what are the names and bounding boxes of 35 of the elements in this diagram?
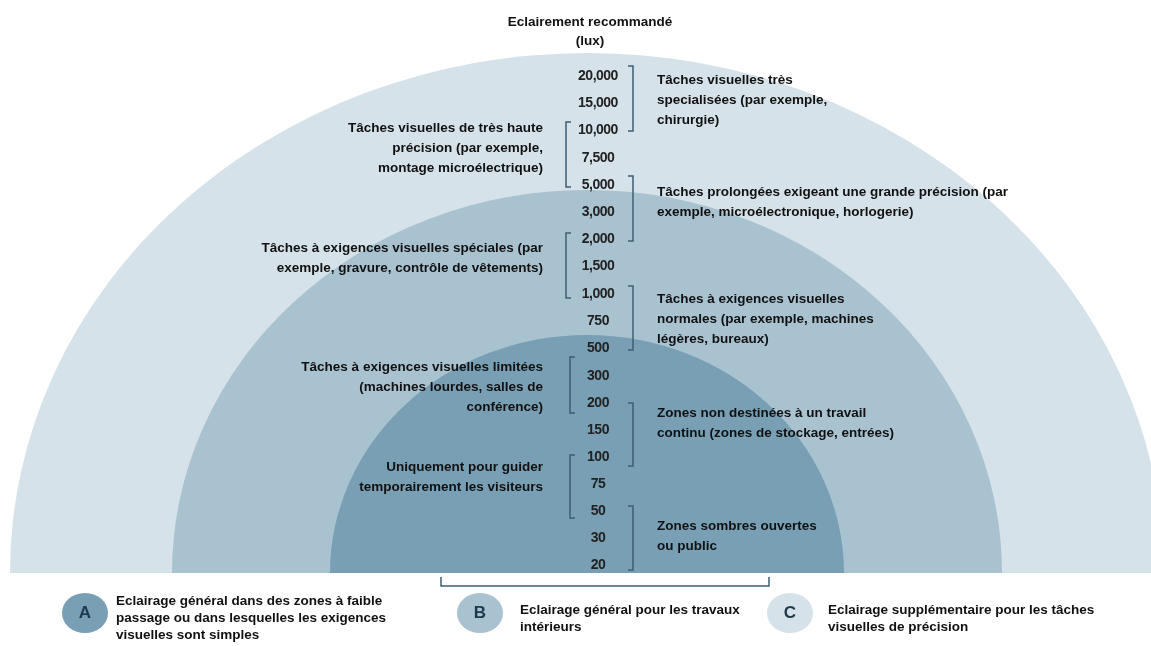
lux-value: 300 bbox=[586, 366, 610, 384]
task-description: Tâches à exigences visuelles limitées (machines lourdes, salles de conférence) bbox=[300, 358, 543, 416]
legend-text: Eclairage général dans des zones à faible passage ou dans lesquelles les exigences visuelles sont simples bbox=[116, 592, 388, 643]
lux-value: 750 bbox=[586, 311, 610, 329]
task-description: Tâches visuelles très specialisées (par exemple, chirurgie) bbox=[657, 71, 829, 129]
lux-value: 50 bbox=[589, 501, 607, 519]
lux-value: 2,000 bbox=[580, 229, 616, 247]
task-description: Zones sombres ouvertes ou public bbox=[657, 517, 817, 555]
lux-value: 20 bbox=[589, 555, 607, 573]
lux-value: 15,000 bbox=[577, 93, 619, 111]
legend-text: Eclairage général pour les travaux intérieurs bbox=[520, 601, 741, 635]
task-description: Tâches prolongées exigeant une grande précision (par exemple, microélectronique, horlogerie) bbox=[657, 183, 1010, 221]
lux-value: 30 bbox=[589, 528, 607, 546]
lux-value: 150 bbox=[586, 420, 610, 438]
task-description: Tâches à exigences visuelles spéciales (par exemple, gravure, contrôle de vêtements) bbox=[260, 239, 543, 277]
legend-letter: C bbox=[782, 603, 798, 623]
scale-title: Eclairement recommandé (lux) bbox=[506, 13, 674, 50]
lux-value: 10,000 bbox=[577, 120, 619, 138]
task-description: Zones non destinées à un travail continu (zones de stockage, entrées) bbox=[657, 404, 896, 442]
legend-letter: A bbox=[77, 603, 93, 623]
lux-value: 20,000 bbox=[577, 66, 619, 84]
lux-value: 100 bbox=[586, 447, 610, 465]
lux-value: 5,000 bbox=[580, 175, 616, 193]
lux-value: 1,000 bbox=[580, 284, 616, 302]
lux-value: 500 bbox=[586, 338, 610, 356]
lux-value: 7,500 bbox=[580, 148, 616, 166]
lux-value: 3,000 bbox=[580, 202, 616, 220]
lux-value: 75 bbox=[589, 474, 607, 492]
task-description: Tâches à exigences visuelles normales (par exemple, machines légères, bureaux) bbox=[657, 290, 875, 348]
legend-text: Eclairage supplémentaire pour les tâches visuelles de précision bbox=[828, 601, 1096, 635]
legend-letter: B bbox=[472, 603, 488, 623]
task-description: Uniquement pour guider temporairement les visiteurs bbox=[358, 458, 543, 496]
lux-value: 200 bbox=[586, 393, 610, 411]
task-description: Tâches visuelles de très haute précision (par exemple, montage microélectrique) bbox=[346, 119, 543, 177]
lux-value: 1,500 bbox=[580, 256, 616, 274]
